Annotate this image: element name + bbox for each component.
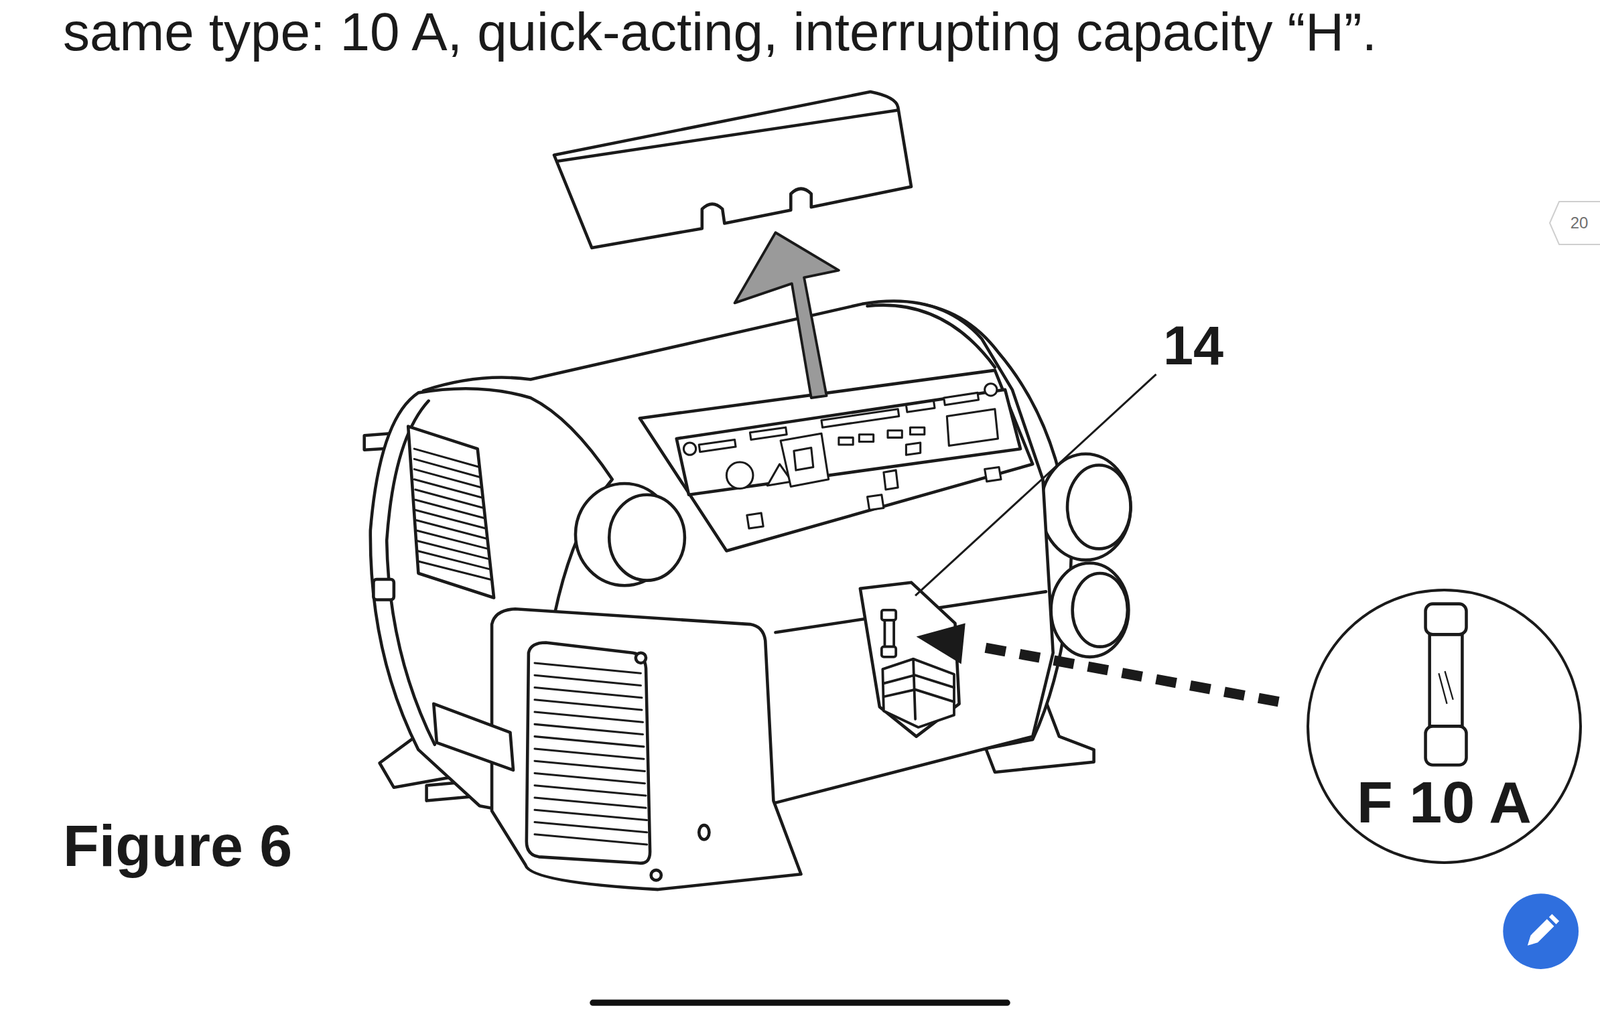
- grille-slats: [415, 510, 486, 529]
- screw: [698, 825, 709, 840]
- grille-slats: [534, 724, 643, 735]
- fuse-holder: [883, 675, 955, 703]
- fuse-holder: [881, 610, 896, 621]
- grille-slats: [534, 761, 645, 772]
- grille-slats: [534, 773, 645, 784]
- home-indicator: [589, 1000, 1010, 1007]
- air-duct: [1067, 465, 1131, 550]
- panel-controls: [984, 467, 1002, 482]
- insert-arrowhead: [916, 623, 966, 665]
- panel-controls: [838, 437, 853, 445]
- fuse-opening: [860, 582, 960, 738]
- panel-controls: [683, 442, 696, 455]
- grille-slats: [534, 834, 648, 845]
- figure-caption: Figure 6: [62, 816, 293, 876]
- air-duct: [609, 495, 685, 581]
- callout-number: 14: [1163, 318, 1224, 374]
- grille-slats: [416, 540, 489, 559]
- insert-arrow: [974, 645, 1279, 703]
- front-housing: [491, 609, 801, 890]
- heater-drawing: [364, 91, 1131, 890]
- panel-controls: [905, 442, 920, 455]
- grille-slats: [414, 458, 481, 478]
- panel-controls: [946, 409, 998, 447]
- body-text: same type: 10 A, quick-acting, interrupt…: [62, 5, 1377, 59]
- grille-slats: [417, 561, 490, 580]
- grille-slats: [534, 712, 643, 723]
- panel-controls: [821, 409, 900, 428]
- edit-pencil: [1527, 914, 1560, 947]
- grille-slats: [415, 499, 486, 518]
- panel-controls: [858, 434, 874, 443]
- page-number: 20: [1570, 215, 1589, 232]
- screw: [635, 653, 646, 664]
- panel-controls: [867, 495, 884, 511]
- grille-slats: [534, 663, 641, 674]
- control-strip: [676, 389, 1021, 496]
- panel-controls: [780, 433, 829, 487]
- grille-slats: [414, 448, 480, 468]
- page-tab: 20: [1549, 201, 1600, 246]
- grille-slats: [534, 810, 648, 821]
- body-line: [867, 305, 995, 368]
- vent-grille: [408, 426, 494, 599]
- panel-controls: [905, 401, 935, 413]
- vent-grille: [526, 643, 650, 864]
- air-duct: [1072, 573, 1128, 648]
- grille-slats: [534, 822, 648, 833]
- grille-slats: [534, 663, 648, 845]
- fuse-symbol: [1429, 634, 1463, 727]
- detail-circle-shape: [1307, 590, 1581, 863]
- grille-slats: [534, 749, 644, 760]
- fuse-symbol: [1425, 604, 1467, 636]
- panel-controls: [683, 383, 1002, 529]
- grille-slats: [414, 469, 482, 488]
- panel-controls: [887, 430, 902, 439]
- panel-controls: [726, 462, 754, 490]
- grille-slats: [534, 797, 646, 809]
- grille-slats: [534, 737, 644, 748]
- panel-controls: [747, 513, 764, 529]
- cover-edge: [557, 109, 899, 161]
- edit-button: [1502, 893, 1579, 970]
- grille-slats: [534, 700, 642, 711]
- pipe-knob: [373, 579, 394, 600]
- grille-slats: [414, 479, 483, 498]
- panel-controls: [698, 439, 736, 452]
- panel-controls: [883, 470, 898, 490]
- page-tab-shape: [1549, 201, 1600, 245]
- panel-controls: [944, 392, 979, 405]
- control-panel: [639, 370, 1033, 552]
- grille-slats: [414, 448, 490, 580]
- panel-controls: [793, 448, 814, 472]
- panel-controls: [749, 427, 787, 440]
- fuse-rating: F 10 A: [1356, 773, 1532, 833]
- detail-circle: F 10 A: [1306, 588, 1582, 865]
- grille-slats: [417, 550, 490, 569]
- fuse-symbol: [1438, 671, 1453, 705]
- lifted-cover: [554, 91, 912, 248]
- air-duct: [1040, 454, 1131, 561]
- fuse-symbol: [1425, 726, 1467, 766]
- fuse-holder: [881, 647, 896, 658]
- housing-recess: [433, 704, 514, 771]
- grille-slats: [416, 530, 488, 549]
- lift-arrow: [735, 232, 839, 398]
- panel-controls: [909, 427, 924, 435]
- fuse-holder: [882, 659, 955, 728]
- fuse-holder: [884, 620, 894, 648]
- grille-slats: [534, 688, 642, 699]
- panel-controls: [984, 383, 997, 396]
- air-duct: [1051, 563, 1129, 658]
- grille-slats: [416, 520, 487, 539]
- fuse-holder: [881, 610, 955, 728]
- leader-line: [915, 374, 1156, 597]
- fuse-symbol: [1425, 604, 1467, 766]
- screw: [651, 870, 662, 881]
- grille-slats: [415, 489, 484, 508]
- grille-slats: [534, 675, 641, 686]
- grille-slats: [534, 785, 646, 796]
